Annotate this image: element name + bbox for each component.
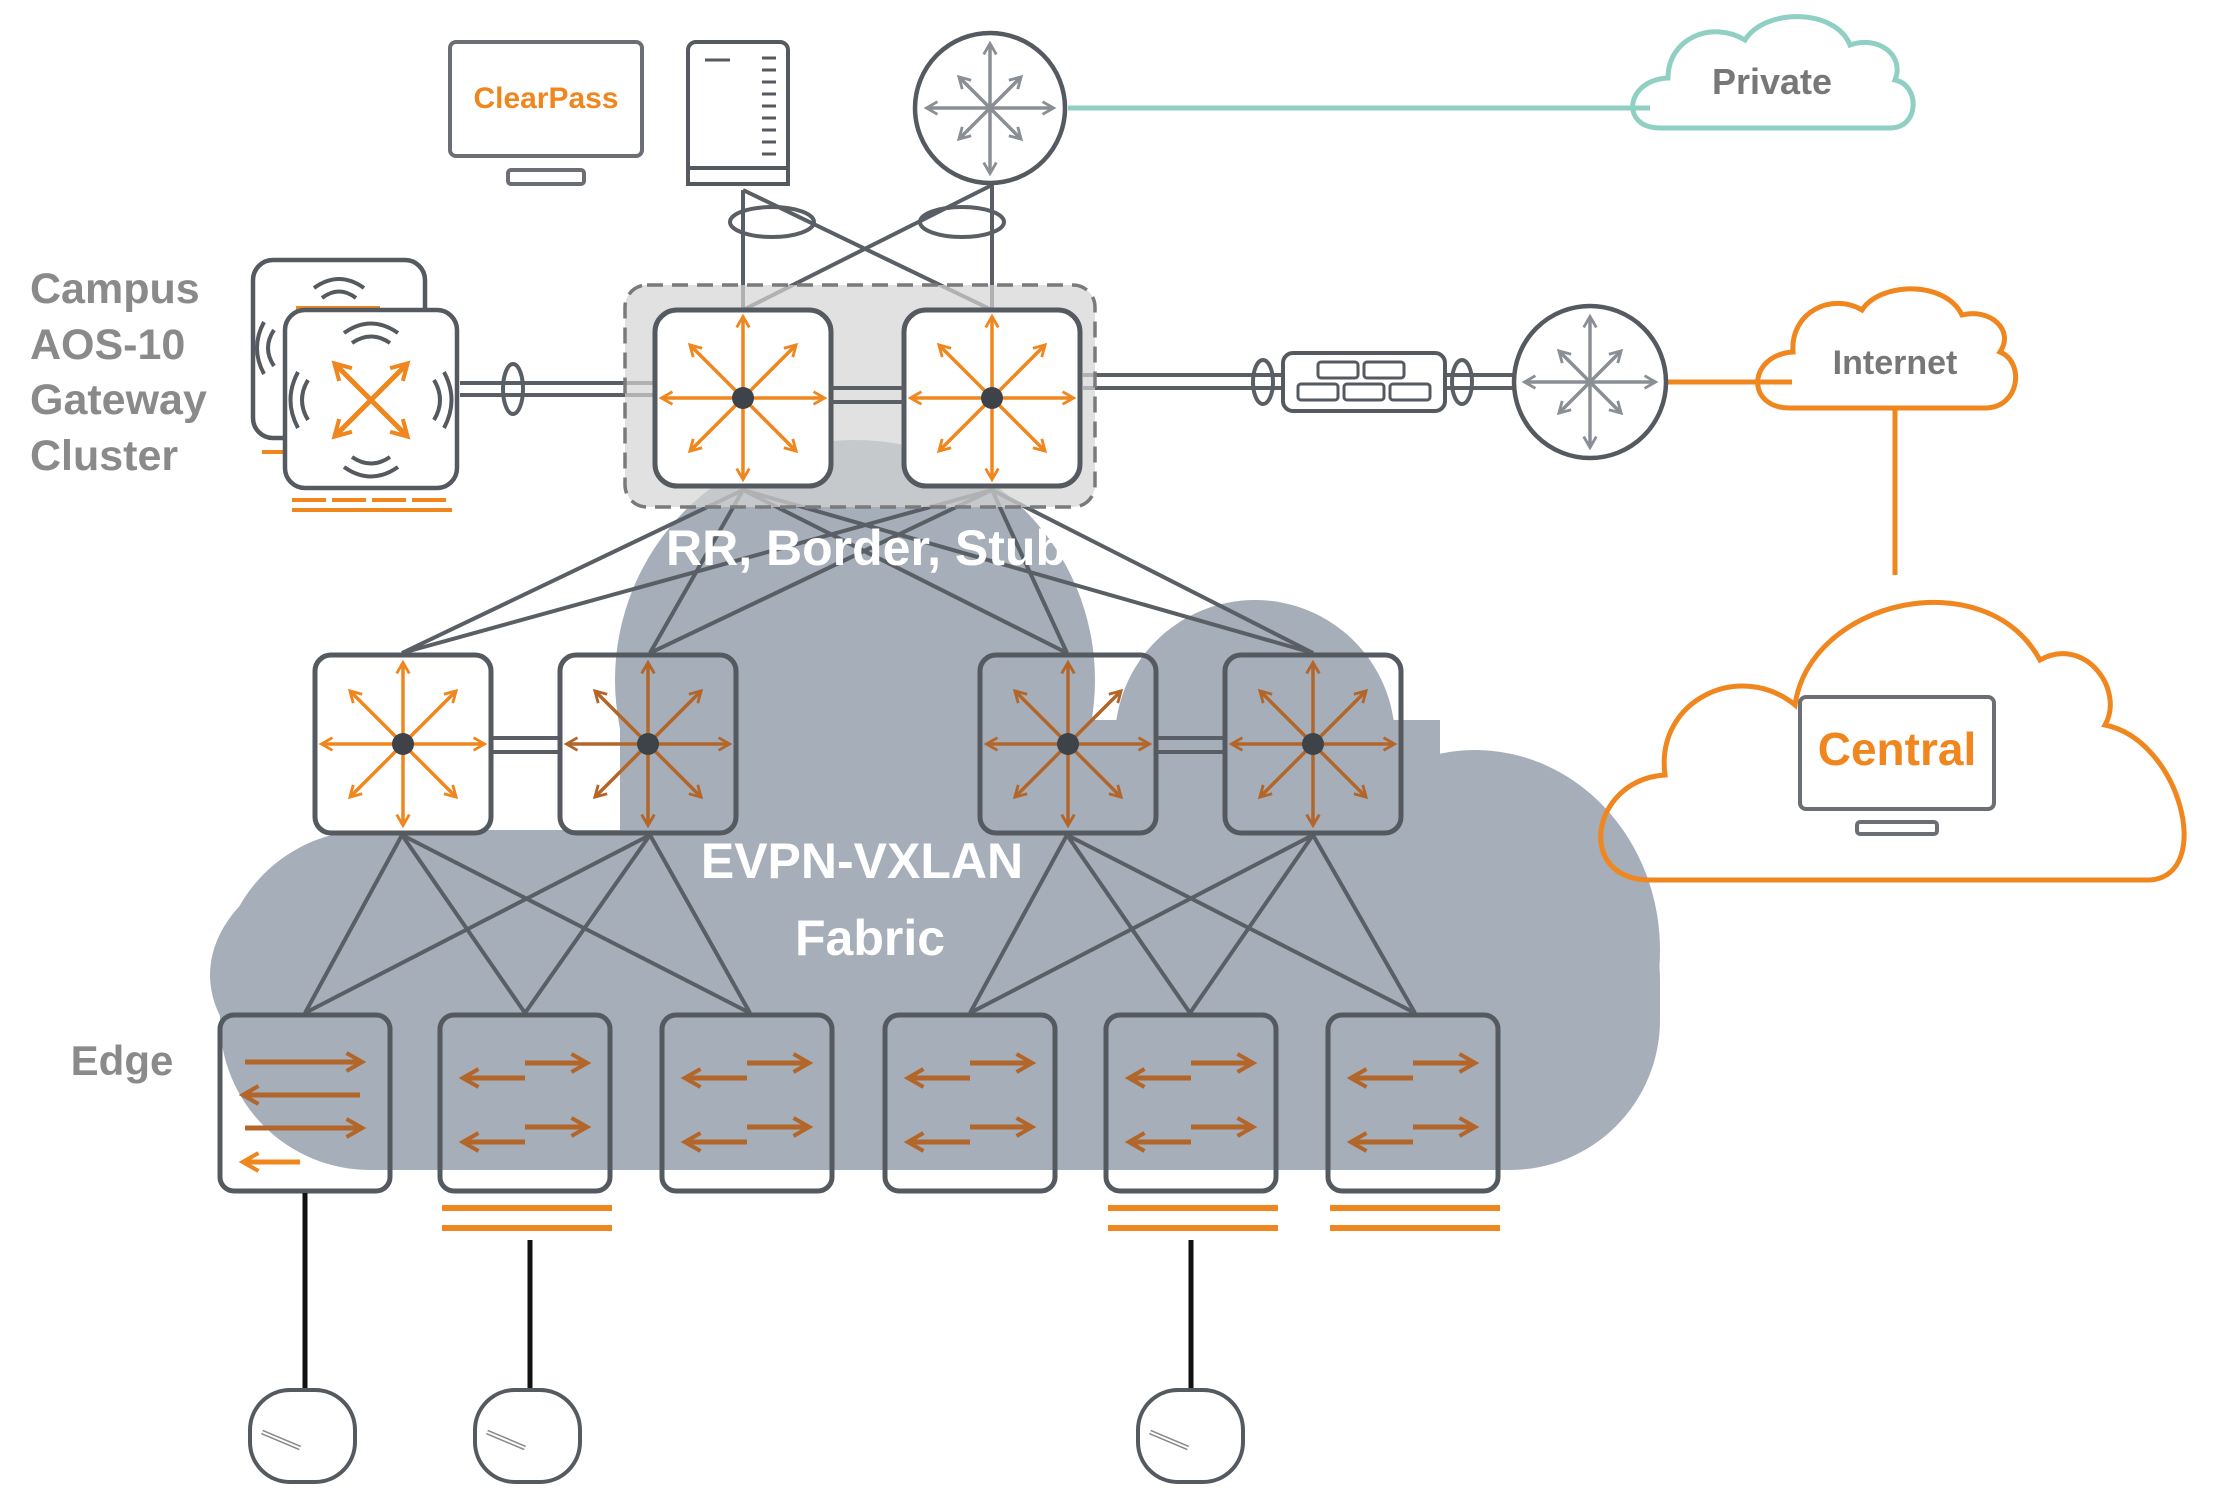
spine-edge-links <box>303 833 1417 1015</box>
access-point-icon[interactable] <box>248 1388 357 1484</box>
ap-links <box>302 1193 1194 1390</box>
spine-pair-links <box>492 736 1223 754</box>
central-cloud <box>1598 599 2187 883</box>
edge-switch-1[interactable] <box>217 1012 393 1194</box>
edge-switch-5[interactable] <box>1103 1012 1279 1194</box>
svg-text:Gateway: Gateway <box>30 376 207 424</box>
edge-label: Edge <box>71 1037 174 1084</box>
router-icon[interactable] <box>1511 303 1669 461</box>
router-icon[interactable] <box>912 30 1068 186</box>
border-pair-link <box>831 386 904 404</box>
edge-switch-3[interactable] <box>659 1012 835 1194</box>
border-spine-links <box>401 488 1314 655</box>
border-switch-1[interactable] <box>652 307 834 489</box>
edge-switch-2[interactable] <box>437 1012 613 1194</box>
firewall-icon[interactable] <box>1281 351 1447 413</box>
clearpass-label: ClearPass <box>473 82 618 115</box>
border-roles-label: RR, Border, Stub <box>666 520 1066 576</box>
spine-switch-1[interactable] <box>312 652 494 836</box>
spine-switch-2[interactable] <box>557 652 739 836</box>
border-switch-2[interactable] <box>901 307 1083 489</box>
private-label: Private <box>1712 61 1832 102</box>
monitor-icon <box>1798 695 1996 836</box>
edge-switch-4[interactable] <box>882 1012 1058 1194</box>
access-point-icon[interactable] <box>473 1388 582 1484</box>
internet-cloud <box>1755 286 2018 411</box>
gateway-cluster[interactable] <box>250 257 460 512</box>
server-icon[interactable] <box>686 40 790 186</box>
fabric-label-line1: EVPN-VXLAN <box>701 833 1023 889</box>
private-cloud <box>1630 14 1916 131</box>
central-label: Central <box>1818 723 1976 775</box>
access-point-icon[interactable] <box>1136 1388 1245 1484</box>
svg-text:AOS-10: AOS-10 <box>30 321 185 369</box>
edge-switch-6[interactable] <box>1325 1012 1501 1194</box>
spine-switch-3[interactable] <box>977 652 1159 836</box>
spine-switch-4[interactable] <box>1222 652 1404 836</box>
fabric-label-line2: Fabric <box>795 910 945 966</box>
wan-link <box>1083 358 1515 406</box>
svg-text:Campus: Campus <box>30 265 200 313</box>
clearpass-monitor-icon[interactable] <box>448 40 644 186</box>
edge-stack-bars <box>442 1205 1500 1231</box>
gateway-label: Campus AOS-10 Gateway Cluster <box>30 265 207 480</box>
internet-label: Internet <box>1833 344 1958 382</box>
svg-text:Cluster: Cluster <box>30 432 178 480</box>
